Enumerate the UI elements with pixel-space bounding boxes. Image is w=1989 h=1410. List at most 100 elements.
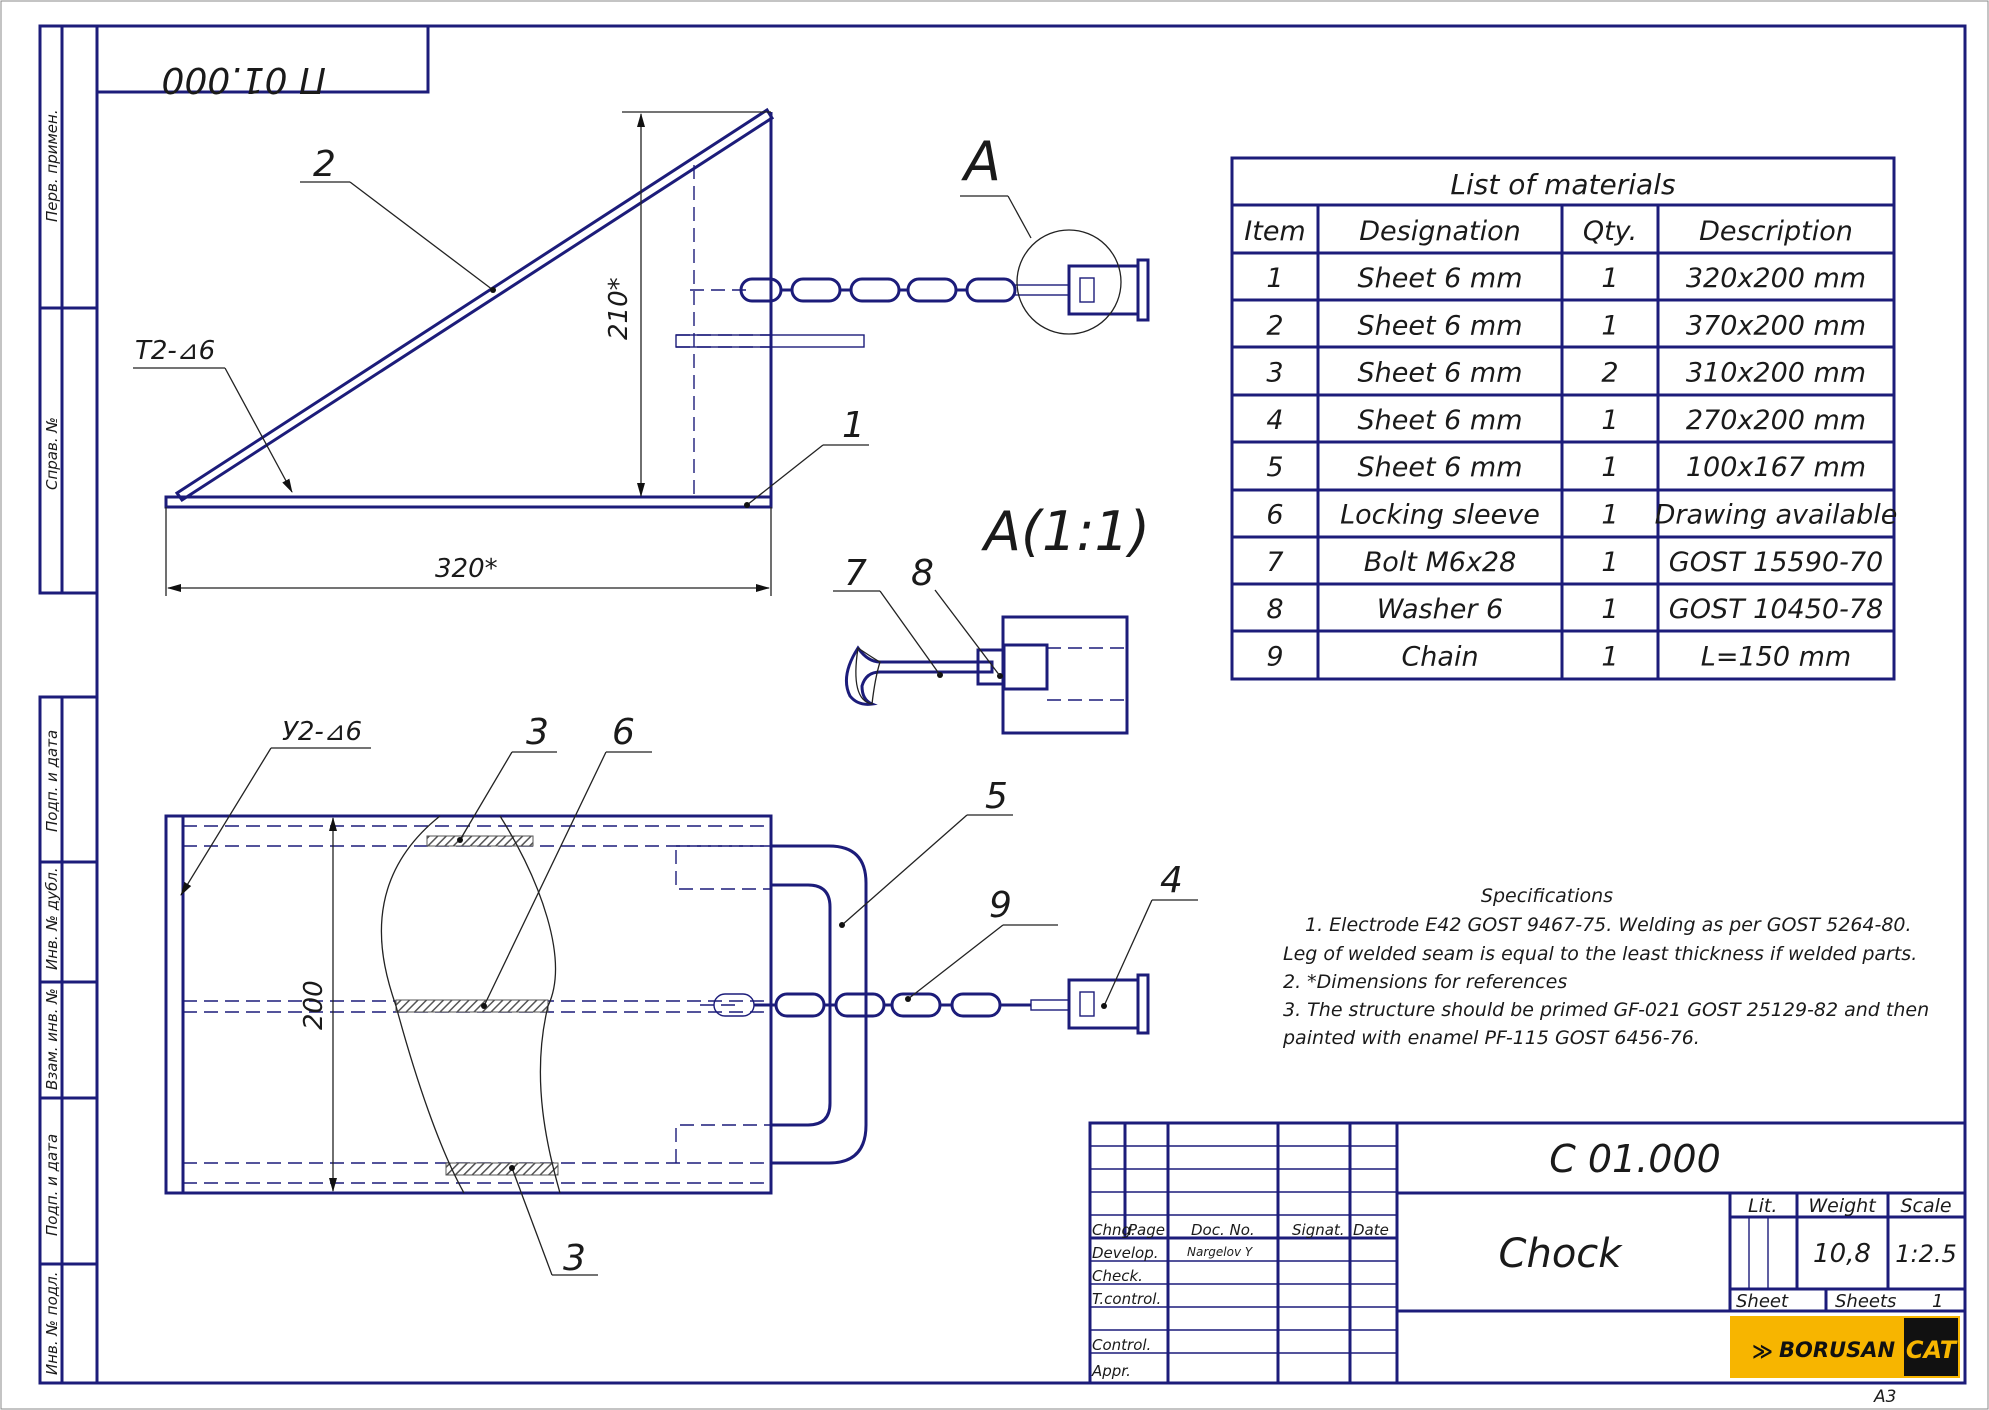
specifications: Specifications 1. Electrode E42 GOST 946… xyxy=(1282,885,1929,1049)
tb-sheets-value: 1 xyxy=(1932,1291,1943,1312)
tb-date: Date xyxy=(1353,1221,1389,1239)
spec-line-1: 1. Electrode E42 GOST 9467-75. Welding a… xyxy=(1305,914,1912,936)
materials-cell: 1 xyxy=(1601,263,1618,294)
tb-row-tcontrol: T.control. xyxy=(1092,1290,1161,1308)
materials-header-cell: Description xyxy=(1699,216,1853,247)
tb-scale: 1:2.5 xyxy=(1895,1240,1957,1268)
materials-cell: 7 xyxy=(1266,547,1283,578)
materials-cell: Drawing available xyxy=(1655,500,1898,531)
materials-cell: 3 xyxy=(1266,358,1283,389)
materials-cell: 310x200 mm xyxy=(1686,358,1866,389)
side-label-sprav: Справ. № xyxy=(43,417,61,490)
side-label-perv: Перв. примен. xyxy=(43,109,61,222)
tb-row-develop: Develop. xyxy=(1092,1244,1159,1262)
spec-line-3: 2. *Dimensions for references xyxy=(1283,971,1567,993)
materials-cell: Chain xyxy=(1401,641,1478,672)
plan-view: 200 У2-⊿6 3 6 3 5 9 4 xyxy=(164,712,1198,1279)
side-label-podp-2: Подп. и дата xyxy=(43,1134,61,1236)
dim-height: 210* xyxy=(604,277,634,340)
logo-borusan: BORUSAN xyxy=(1779,1338,1895,1362)
tb-docno: Doc. No. xyxy=(1191,1221,1255,1239)
tb-chng: Chng. xyxy=(1092,1221,1136,1239)
tb-row-appr: Appr. xyxy=(1091,1362,1131,1380)
materials-cell: 2 xyxy=(1601,358,1618,389)
callout-9: 9 xyxy=(989,885,1012,926)
detail-a: A(1:1) 7 8 xyxy=(833,500,1150,735)
tb-name: Chock xyxy=(1499,1231,1624,1277)
materials-cell: 1 xyxy=(1601,452,1618,483)
materials-cell: 6 xyxy=(1266,500,1283,531)
materials-cell: Sheet 6 mm xyxy=(1357,452,1522,483)
tb-format: A3 xyxy=(1873,1387,1896,1407)
materials-cell: Sheet 6 mm xyxy=(1357,358,1522,389)
dim-200: 200 xyxy=(299,980,329,1030)
side-chain xyxy=(690,258,1150,322)
tb-row-control: Control. xyxy=(1092,1336,1151,1354)
materials-cell: Sheet 6 mm xyxy=(1357,310,1522,341)
callout-1: 1 xyxy=(842,405,865,446)
materials-cell: GOST 10450-78 xyxy=(1669,594,1883,625)
materials-cell: 1 xyxy=(1601,641,1618,672)
callout-2: 2 xyxy=(313,144,336,185)
borusan-cat-logo: BORUSAN ≫ CAT xyxy=(1730,1316,1960,1378)
materials-cell: 5 xyxy=(1266,452,1283,483)
materials-cell: Washer 6 xyxy=(1377,594,1503,625)
materials-cell: 370x200 mm xyxy=(1686,310,1866,341)
view-a-circle xyxy=(1016,229,1122,335)
materials-cell: Sheet 6 mm xyxy=(1357,263,1522,294)
spec-line-5: painted with enamel PF-115 GOST 6456-76. xyxy=(1282,1027,1700,1049)
materials-header-cell: Item xyxy=(1244,216,1305,247)
callout-6: 4 xyxy=(1160,860,1183,901)
view-a-label: A xyxy=(961,130,1001,193)
tb-sheet-label: Sheet xyxy=(1736,1291,1789,1312)
materials-title: List of materials xyxy=(1450,168,1675,201)
materials-header-cell: Designation xyxy=(1359,216,1521,247)
materials-cell: Bolt M6x28 xyxy=(1364,547,1517,578)
spec-line-4: 3. The structure should be primed GF-021… xyxy=(1283,999,1929,1021)
weld-t2: T2-⊿6 xyxy=(135,336,215,366)
materials-table: List of materials Item Designation Qty. Des… xyxy=(1230,156,1897,681)
callout-5: 5 xyxy=(985,776,1008,817)
materials-cell: 100x167 mm xyxy=(1686,452,1866,483)
tb-row-check: Check. xyxy=(1092,1267,1143,1285)
side-label-podp-1: Подп. и дата xyxy=(43,730,61,832)
tb-scale-label: Scale xyxy=(1900,1195,1951,1217)
materials-cell: 1 xyxy=(1601,310,1618,341)
side-label-inv-dubl: Инв. № дубл. xyxy=(43,867,61,970)
spec-line-2: Leg of welded seam is equal to the least… xyxy=(1283,943,1917,965)
tb-weight-label: Weight xyxy=(1808,1195,1877,1217)
tb-developer: Nargelov Y xyxy=(1187,1245,1254,1259)
materials-cell: Locking sleeve xyxy=(1340,500,1540,531)
materials-cell: 1 xyxy=(1266,263,1283,294)
callout-7: 7 xyxy=(844,553,867,594)
left-strip: Перв. примен. Справ. № Подп. и дата Инв.… xyxy=(38,24,99,1385)
side-label-inv-podl: Инв. № подл. xyxy=(43,1272,61,1375)
materials-cell: 270x200 mm xyxy=(1686,405,1866,436)
side-label-vzam: Взам. инв. № xyxy=(43,988,61,1090)
tb-code: С 01.000 xyxy=(1549,1137,1721,1181)
tb-signat: Signat. xyxy=(1292,1221,1345,1239)
tb-weight: 10,8 xyxy=(1813,1239,1871,1269)
materials-cell: 1 xyxy=(1601,547,1618,578)
materials-cell: 2 xyxy=(1266,310,1283,341)
materials-cell: 1 xyxy=(1601,500,1618,531)
callout-3-top: 3 xyxy=(526,712,549,753)
materials-header-cell: Qty. xyxy=(1583,216,1637,247)
materials-cell: 8 xyxy=(1266,594,1283,625)
tb-page: Page xyxy=(1128,1221,1165,1239)
callout-8: 8 xyxy=(911,553,934,594)
detail-label: A(1:1) xyxy=(981,500,1150,563)
tb-sheets-label: Sheets xyxy=(1835,1291,1896,1312)
spec-title: Specifications xyxy=(1481,885,1613,907)
materials-cell: 1 xyxy=(1601,594,1618,625)
title-block: Chng. Page Doc. No. Signat. Date Develop… xyxy=(1088,1121,1967,1407)
weld-u2: У2-⊿6 xyxy=(282,717,362,747)
materials-cell: 1 xyxy=(1601,405,1618,436)
materials-cell: 4 xyxy=(1266,405,1283,436)
materials-cell: 320x200 mm xyxy=(1686,263,1866,294)
logo-cat: CAT xyxy=(1906,1336,1958,1364)
materials-cell: L=150 mm xyxy=(1701,641,1851,672)
